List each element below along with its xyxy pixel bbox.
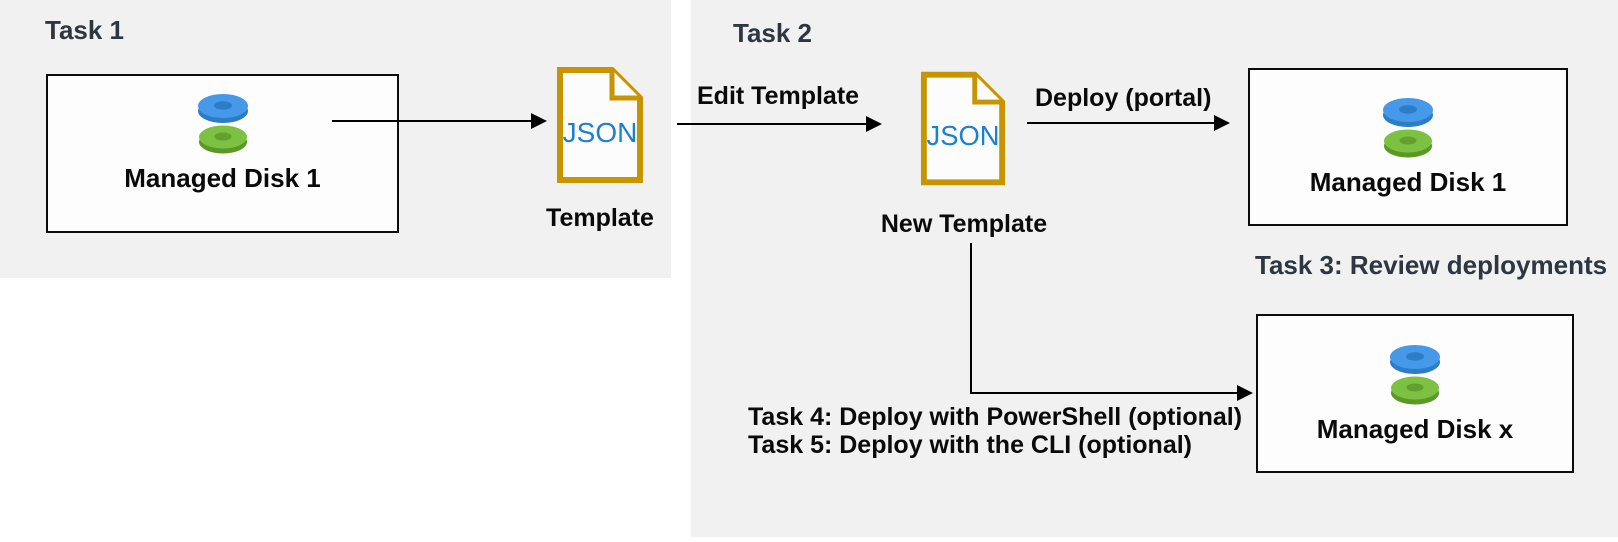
- json-file-icon: JSON: [557, 67, 643, 183]
- managed-disk-icon: [1390, 344, 1440, 404]
- optional-disk-box: Managed Disk x: [1256, 314, 1574, 473]
- task4-annotation: Task 4: Deploy with PowerShell (optional…: [748, 403, 1243, 431]
- new-template-caption: New Template: [880, 210, 1048, 238]
- task2-heading: Task 2: [733, 18, 813, 48]
- json-file-type-text: JSON: [563, 117, 638, 148]
- deploy-portal-label: Deploy (portal): [1035, 84, 1212, 112]
- deployed-disk-box: Managed Disk 1: [1248, 68, 1568, 226]
- task1-heading: Task 1: [45, 15, 125, 45]
- deployed-disk-label: Managed Disk 1: [1309, 167, 1507, 197]
- managed-disk-icon: [197, 93, 248, 153]
- task3-annotation: Task 3: Review deployments: [1255, 250, 1608, 280]
- source-disk-label: Managed Disk 1: [124, 162, 321, 193]
- json-file-icon: JSON: [920, 71, 1006, 186]
- task5-annotation: Task 5: Deploy with the CLI (optional): [748, 431, 1192, 459]
- json-file-type-text: JSON: [927, 120, 1000, 151]
- managed-disk-icon: [1383, 98, 1433, 158]
- edit-template-label: Edit Template: [697, 82, 860, 110]
- source-disk-box: Managed Disk 1: [46, 74, 399, 233]
- optional-disk-label: Managed Disk x: [1316, 413, 1514, 444]
- template-caption: Template: [546, 204, 654, 232]
- task45-annotation: Task 4: Deploy with PowerShell (optional…: [748, 403, 1242, 459]
